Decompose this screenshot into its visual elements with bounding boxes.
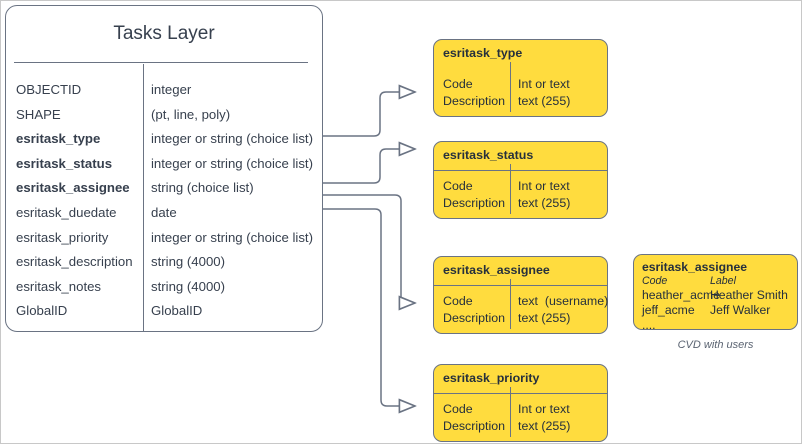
domain-box-esritask-status: esritask_status Code Description Int or … — [433, 141, 608, 219]
field-type: date — [151, 204, 177, 220]
field-name: esritask_status — [16, 155, 113, 171]
tasks-layer-entity: Tasks Layer OBJECTID integer SHAPE (pt, … — [5, 5, 323, 332]
field-name: esritask_description — [16, 254, 133, 270]
connector-to-assignee — [323, 194, 415, 303]
domain-title: esritask_type — [443, 46, 523, 60]
domain-left-column: Code Description — [443, 77, 505, 108]
domain-column-divider — [510, 62, 511, 112]
table-row: esritask_description string (4000) — [6, 254, 322, 279]
field-type: string (choice list) — [151, 180, 254, 196]
table-row: esritask_priority integer or string (cho… — [6, 230, 322, 255]
field-type: string (4000) — [151, 254, 226, 270]
domain-title: esritask_status — [443, 148, 534, 162]
table-row: OBJECTID integer — [6, 82, 322, 107]
cvd-header-code: Code — [642, 275, 668, 287]
cvd-title: esritask_assignee — [642, 260, 748, 274]
connector-to-priority — [323, 208, 415, 406]
domain-box-esritask-assignee: esritask_assignee Code Description text … — [433, 256, 608, 334]
column-divider — [143, 64, 144, 331]
domain-right-column: Int or text text (255) — [518, 402, 571, 433]
cvd-code-values: heather_acme jeff_acme .... — [642, 288, 720, 332]
domain-left-column: Code Description — [443, 402, 505, 433]
field-type: string (4000) — [151, 278, 226, 294]
field-name: GlobalID — [16, 303, 68, 319]
cvd-sample-box: esritask_assignee Code Label heather_acm… — [633, 254, 798, 332]
field-name: SHAPE — [16, 106, 61, 122]
domain-right-column: Int or text text (255) — [518, 179, 571, 210]
field-name: esritask_duedate — [16, 204, 117, 220]
cvd-caption: CVD with users — [677, 339, 754, 351]
table-row: esritask_type integer or string (choice … — [6, 131, 322, 156]
table-row: esritask_notes string (4000) — [6, 279, 322, 304]
field-name: esritask_priority — [16, 229, 109, 245]
domain-title-divider — [434, 393, 607, 394]
connector-to-type — [323, 92, 415, 137]
field-type: integer — [151, 82, 192, 97]
table-row: esritask_assignee string (choice list) — [6, 180, 322, 205]
table-row: GlobalID GlobalID — [6, 303, 322, 328]
field-name: esritask_notes — [16, 278, 102, 294]
field-type: integer or string (choice list) — [151, 131, 313, 147]
domain-left-column: Code Description — [443, 294, 505, 325]
domain-box-esritask-type: esritask_type Code Description Int or te… — [433, 39, 608, 117]
domain-column-divider — [510, 279, 511, 329]
domain-left-column: Code Description — [443, 179, 505, 210]
domain-box-esritask-priority: esritask_priority Code Description Int o… — [433, 364, 608, 442]
page-title: Tasks Layer — [113, 23, 215, 44]
domain-title-divider — [434, 170, 607, 171]
table-row: esritask_status integer or string (choic… — [6, 156, 322, 181]
domain-title: esritask_assignee — [443, 263, 550, 277]
domain-title-divider — [434, 285, 607, 286]
field-name: esritask_type — [16, 131, 101, 147]
domain-column-divider — [510, 164, 511, 214]
field-list: OBJECTID integer SHAPE (pt, line, poly) … — [6, 82, 322, 328]
table-row: esritask_duedate date — [6, 205, 322, 230]
field-type: GlobalID — [151, 303, 203, 319]
domain-right-column: Int or text text (255) — [518, 77, 571, 108]
title-divider — [14, 62, 308, 63]
field-type: integer or string (choice list) — [151, 155, 313, 171]
connector-to-status — [323, 149, 415, 184]
domain-column-divider — [510, 387, 511, 437]
field-name: esritask_assignee — [16, 180, 130, 196]
table-row: SHAPE (pt, line, poly) — [6, 107, 322, 132]
field-type: integer or string (choice list) — [151, 229, 313, 245]
cvd-label-values: Heather Smith Jeff Walker — [710, 288, 788, 317]
domain-right-column: text (username) text (255) — [518, 294, 609, 325]
field-type: (pt, line, poly) — [151, 106, 231, 122]
cvd-header-label: Label — [710, 275, 736, 287]
field-name: OBJECTID — [16, 82, 82, 97]
domain-title: esritask_priority — [443, 371, 540, 385]
